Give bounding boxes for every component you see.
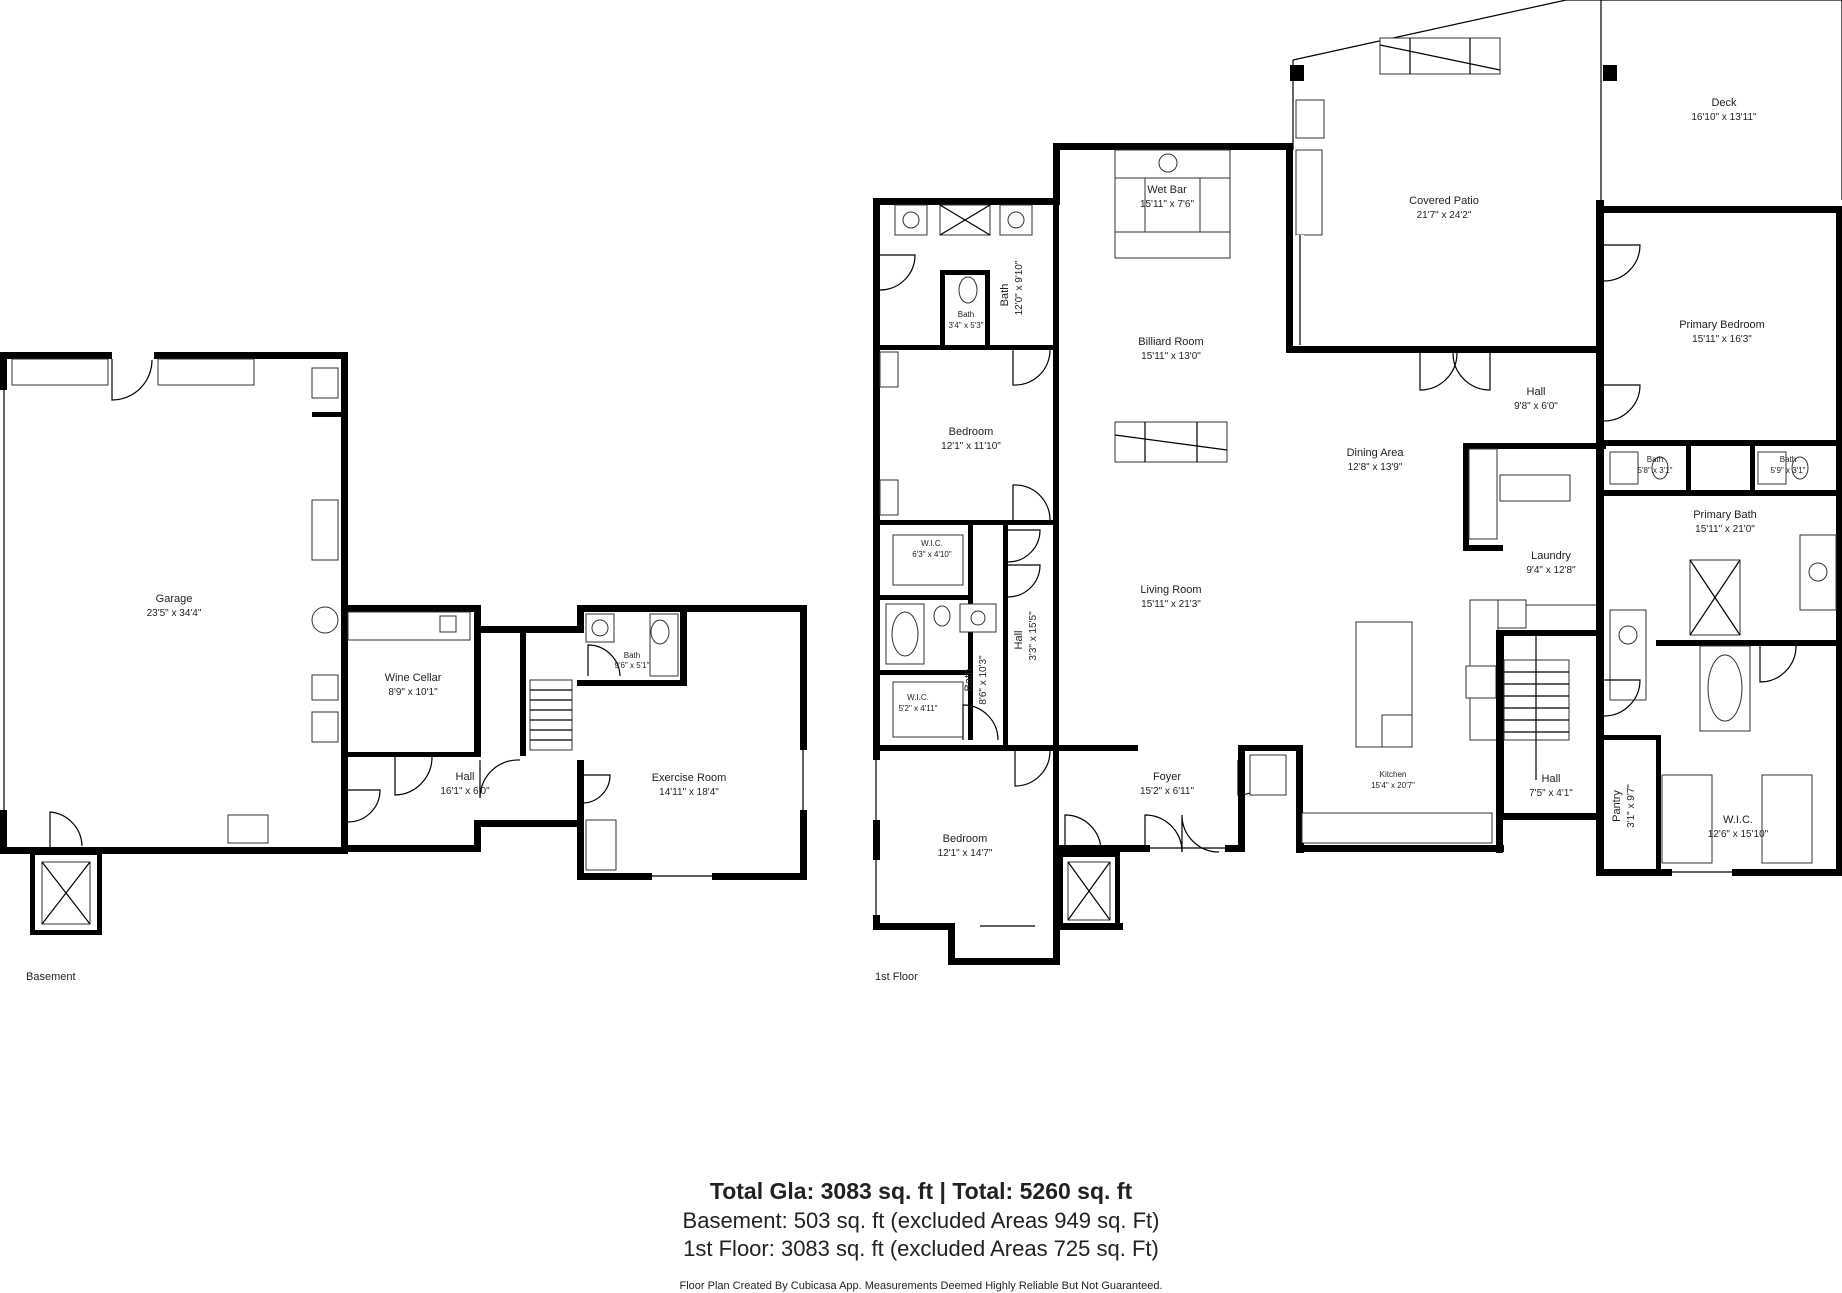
room-dim-garage: 23'5" x 34'4": [147, 608, 202, 619]
room-name-deck: Deck: [1711, 97, 1737, 109]
room-dim-laundry: 9'4" x 12'8": [1526, 565, 1576, 576]
level-label-first-floor: 1st Floor: [875, 971, 918, 983]
room-dim-pantry: 3'1" x 9'7": [1626, 784, 1637, 828]
first-floor-plan: 1st Floor: [873, 0, 1842, 983]
room-dim-foyer: 15'2" x 6'11": [1140, 786, 1195, 797]
room-name-hall-vertical: Hall: [1013, 631, 1025, 650]
room-name-wic-1: W.I.C.: [921, 539, 943, 548]
room-name-basement-bath: Bath: [624, 651, 640, 660]
footer-totals: Total Gla: 3083 sq. ft | Total: 5260 sq.…: [709, 1178, 1133, 1204]
room-dim-wic-2: 5'2" x 4'11": [899, 704, 938, 713]
room-name-wine-cellar: Wine Cellar: [385, 672, 442, 684]
room-dim-primary-bedroom: 15'11" x 16'3": [1692, 334, 1752, 345]
room-name-pantry: Pantry: [1611, 790, 1623, 822]
room-dim-bath-p1: 5'8" x 3'1": [1638, 466, 1673, 475]
room-dim-bath-upper: 12'0" x 9'10": [1014, 260, 1025, 315]
room-dim-hall-vertical: 3'3" x 15'5": [1028, 611, 1039, 661]
room-name-wic-primary: W.I.C.: [1723, 814, 1753, 826]
room-name-wic-2: W.I.C.: [907, 693, 929, 702]
room-dim-living-room: 15'11" x 21'3": [1141, 599, 1201, 610]
room-dim-kitchen: 15'4" x 20'7": [1371, 781, 1415, 790]
room-name-bath-small: Bath: [958, 310, 974, 319]
room-dim-billiard-room: 15'11" x 13'0": [1141, 351, 1201, 362]
room-dim-bedroom-1: 12'1" x 11'10": [941, 441, 1001, 452]
room-dim-exercise-room: 14'11" x 18'4": [659, 787, 719, 798]
room-name-dining-area: Dining Area: [1347, 447, 1405, 459]
room-dim-hall-top: 9'8" x 6'0": [1514, 401, 1558, 412]
room-name-bath-p1: Bath: [1647, 455, 1663, 464]
room-dim-bath-mid: 8'6" x 10'3": [978, 655, 989, 705]
room-dim-deck: 16'10" x 13'11": [1691, 112, 1757, 123]
room-name-exercise-room: Exercise Room: [652, 772, 727, 784]
room-dim-dining-area: 12'8" x 13'9": [1348, 462, 1403, 473]
room-name-foyer: Foyer: [1153, 771, 1181, 783]
room-dim-basement-bath: 9'6" x 5'1": [615, 661, 650, 670]
room-name-billiard-room: Billiard Room: [1138, 336, 1203, 348]
room-name-covered-patio: Covered Patio: [1409, 195, 1479, 207]
room-name-living-room: Living Room: [1140, 584, 1201, 596]
room-name-primary-bath: Primary Bath: [1693, 509, 1757, 521]
room-name-basement-hall: Hall: [456, 771, 475, 783]
room-name-wet-bar: Wet Bar: [1147, 184, 1187, 196]
room-dim-basement-hall: 16'1" x 6'0": [440, 786, 490, 797]
room-name-bath-mid: Bath: [963, 669, 975, 692]
room-name-bath-p2: Bath: [1780, 455, 1796, 464]
room-name-kitchen: Kitchen: [1380, 770, 1407, 779]
room-name-garage: Garage: [156, 593, 193, 605]
footer-credit: Floor Plan Created By Cubicasa App. Meas…: [679, 1280, 1163, 1292]
footer-basement-area: Basement: 503 sq. ft (excluded Areas 949…: [682, 1208, 1160, 1233]
room-labels: Garage 23'5" x 34'4" Wine Cellar 8'9" x …: [147, 97, 1806, 859]
level-label-basement: Basement: [26, 971, 76, 983]
room-dim-hall-bottom: 7'5" x 4'1": [1529, 788, 1573, 799]
room-dim-covered-patio: 21'7" x 24'2": [1417, 210, 1472, 221]
room-name-bath-upper: Bath: [999, 284, 1011, 307]
room-dim-wine-cellar: 8'9" x 10'1": [388, 687, 438, 698]
room-name-hall-bottom: Hall: [1542, 773, 1561, 785]
room-name-bedroom-1: Bedroom: [949, 426, 994, 438]
room-name-primary-bedroom: Primary Bedroom: [1679, 319, 1765, 331]
room-dim-primary-bath: 15'11" x 21'0": [1695, 524, 1755, 535]
room-dim-wic-1: 6'3" x 4'10": [912, 550, 952, 559]
footer-first-floor-area: 1st Floor: 3083 sq. ft (excluded Areas 7…: [683, 1236, 1159, 1261]
room-dim-wet-bar: 15'11" x 7'6": [1140, 199, 1195, 210]
room-name-bedroom-2: Bedroom: [943, 833, 988, 845]
room-dim-bedroom-2: 12'1" x 14'7": [938, 848, 993, 859]
room-dim-wic-primary: 12'6" x 15'10": [1708, 829, 1769, 840]
room-dim-bath-small: 3'4" x 5'3": [949, 321, 984, 330]
basement-plan: Basement: [0, 352, 807, 983]
room-dim-bath-p2: 5'9" x 3'1": [1771, 466, 1806, 475]
room-name-laundry: Laundry: [1531, 550, 1571, 562]
room-name-hall-top: Hall: [1527, 386, 1546, 398]
